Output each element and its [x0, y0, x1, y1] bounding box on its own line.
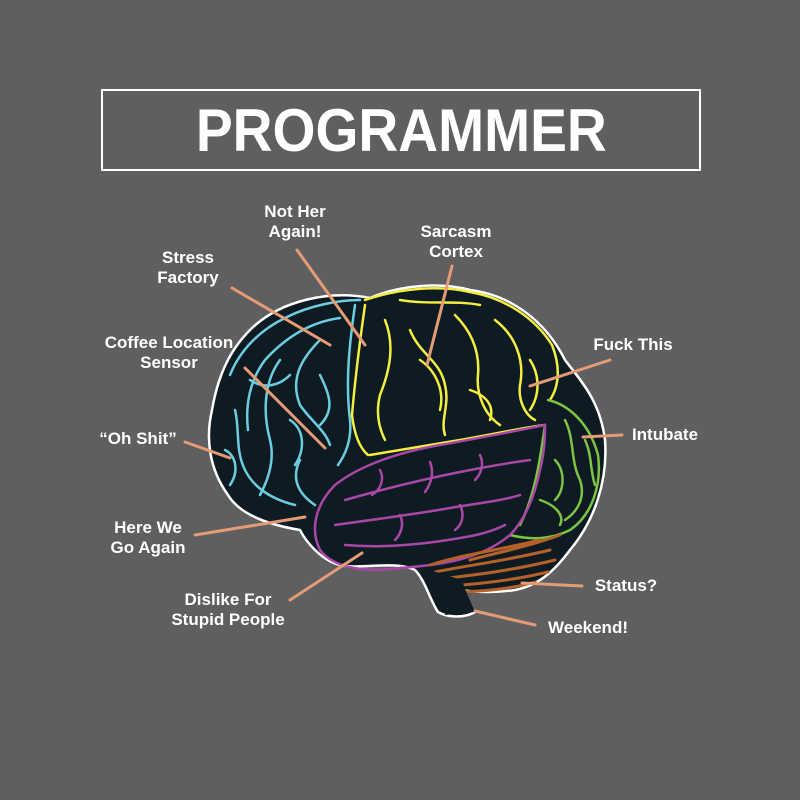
- label-line: Fuck This: [593, 335, 673, 354]
- label-fuck-this: Fuck This: [578, 335, 688, 355]
- label-line: “Oh Shit”: [99, 429, 177, 448]
- label-oh-shit: “Oh Shit”: [86, 429, 190, 449]
- label-status: Status?: [584, 576, 668, 596]
- leader-line-not-her-again: [295, 248, 367, 347]
- leader-line-fuck-this: [528, 358, 612, 388]
- label-line: Not Her: [264, 202, 326, 221]
- leader-line-intubate: [581, 433, 624, 439]
- brain-stem: [430, 570, 475, 615]
- label-dislike-for-stupid-people: Dislike For Stupid People: [155, 590, 301, 630]
- label-coffee-location-sensor: Coffee Location Sensor: [88, 333, 250, 373]
- leader-line-sarcasm-cortex: [425, 264, 454, 367]
- cerebellum: [428, 533, 562, 594]
- label-line: Coffee Location: [104, 333, 234, 352]
- parietal-lobe: [350, 287, 559, 457]
- label-here-we-go-again: Here We Go Again: [98, 518, 198, 558]
- label-intubate: Intubate: [620, 425, 710, 445]
- leader-line-dislike: [288, 551, 364, 602]
- label-weekend: Weekend!: [536, 618, 640, 638]
- label-not-her-again: Not Her Again!: [247, 202, 343, 242]
- leader-line-status: [520, 581, 584, 588]
- leader-line-stress-factory: [230, 286, 332, 347]
- leader-line-here-we-go-again: [193, 515, 307, 537]
- label-line: Sarcasm: [420, 222, 492, 241]
- label-line: Again!: [268, 222, 322, 241]
- frontal-lobe: [223, 298, 362, 507]
- leader-lines: [183, 248, 624, 627]
- leader-line-weekend: [473, 609, 537, 627]
- brain-illustration: [207, 284, 607, 618]
- label-line: Sensor: [140, 353, 198, 372]
- label-line: Weekend!: [548, 618, 628, 637]
- label-line: Stress: [162, 248, 214, 267]
- leader-line-coffee-location-sensor: [243, 366, 327, 450]
- title-frame: PROGRAMMER: [101, 89, 701, 171]
- label-stress-factory: Stress Factory: [140, 248, 236, 288]
- label-line: Dislike For: [184, 590, 272, 609]
- label-line: Cortex: [429, 242, 483, 261]
- page-title: PROGRAMMER: [195, 96, 607, 164]
- label-line: Here We: [114, 518, 182, 537]
- label-sarcasm-cortex: Sarcasm Cortex: [406, 222, 506, 262]
- label-line: Stupid People: [171, 610, 285, 629]
- label-line: Status?: [594, 576, 658, 595]
- leader-line-oh-shit: [183, 440, 232, 460]
- label-line: Go Again: [110, 538, 186, 557]
- label-line: Intubate: [631, 425, 699, 444]
- label-line: Factory: [157, 268, 219, 287]
